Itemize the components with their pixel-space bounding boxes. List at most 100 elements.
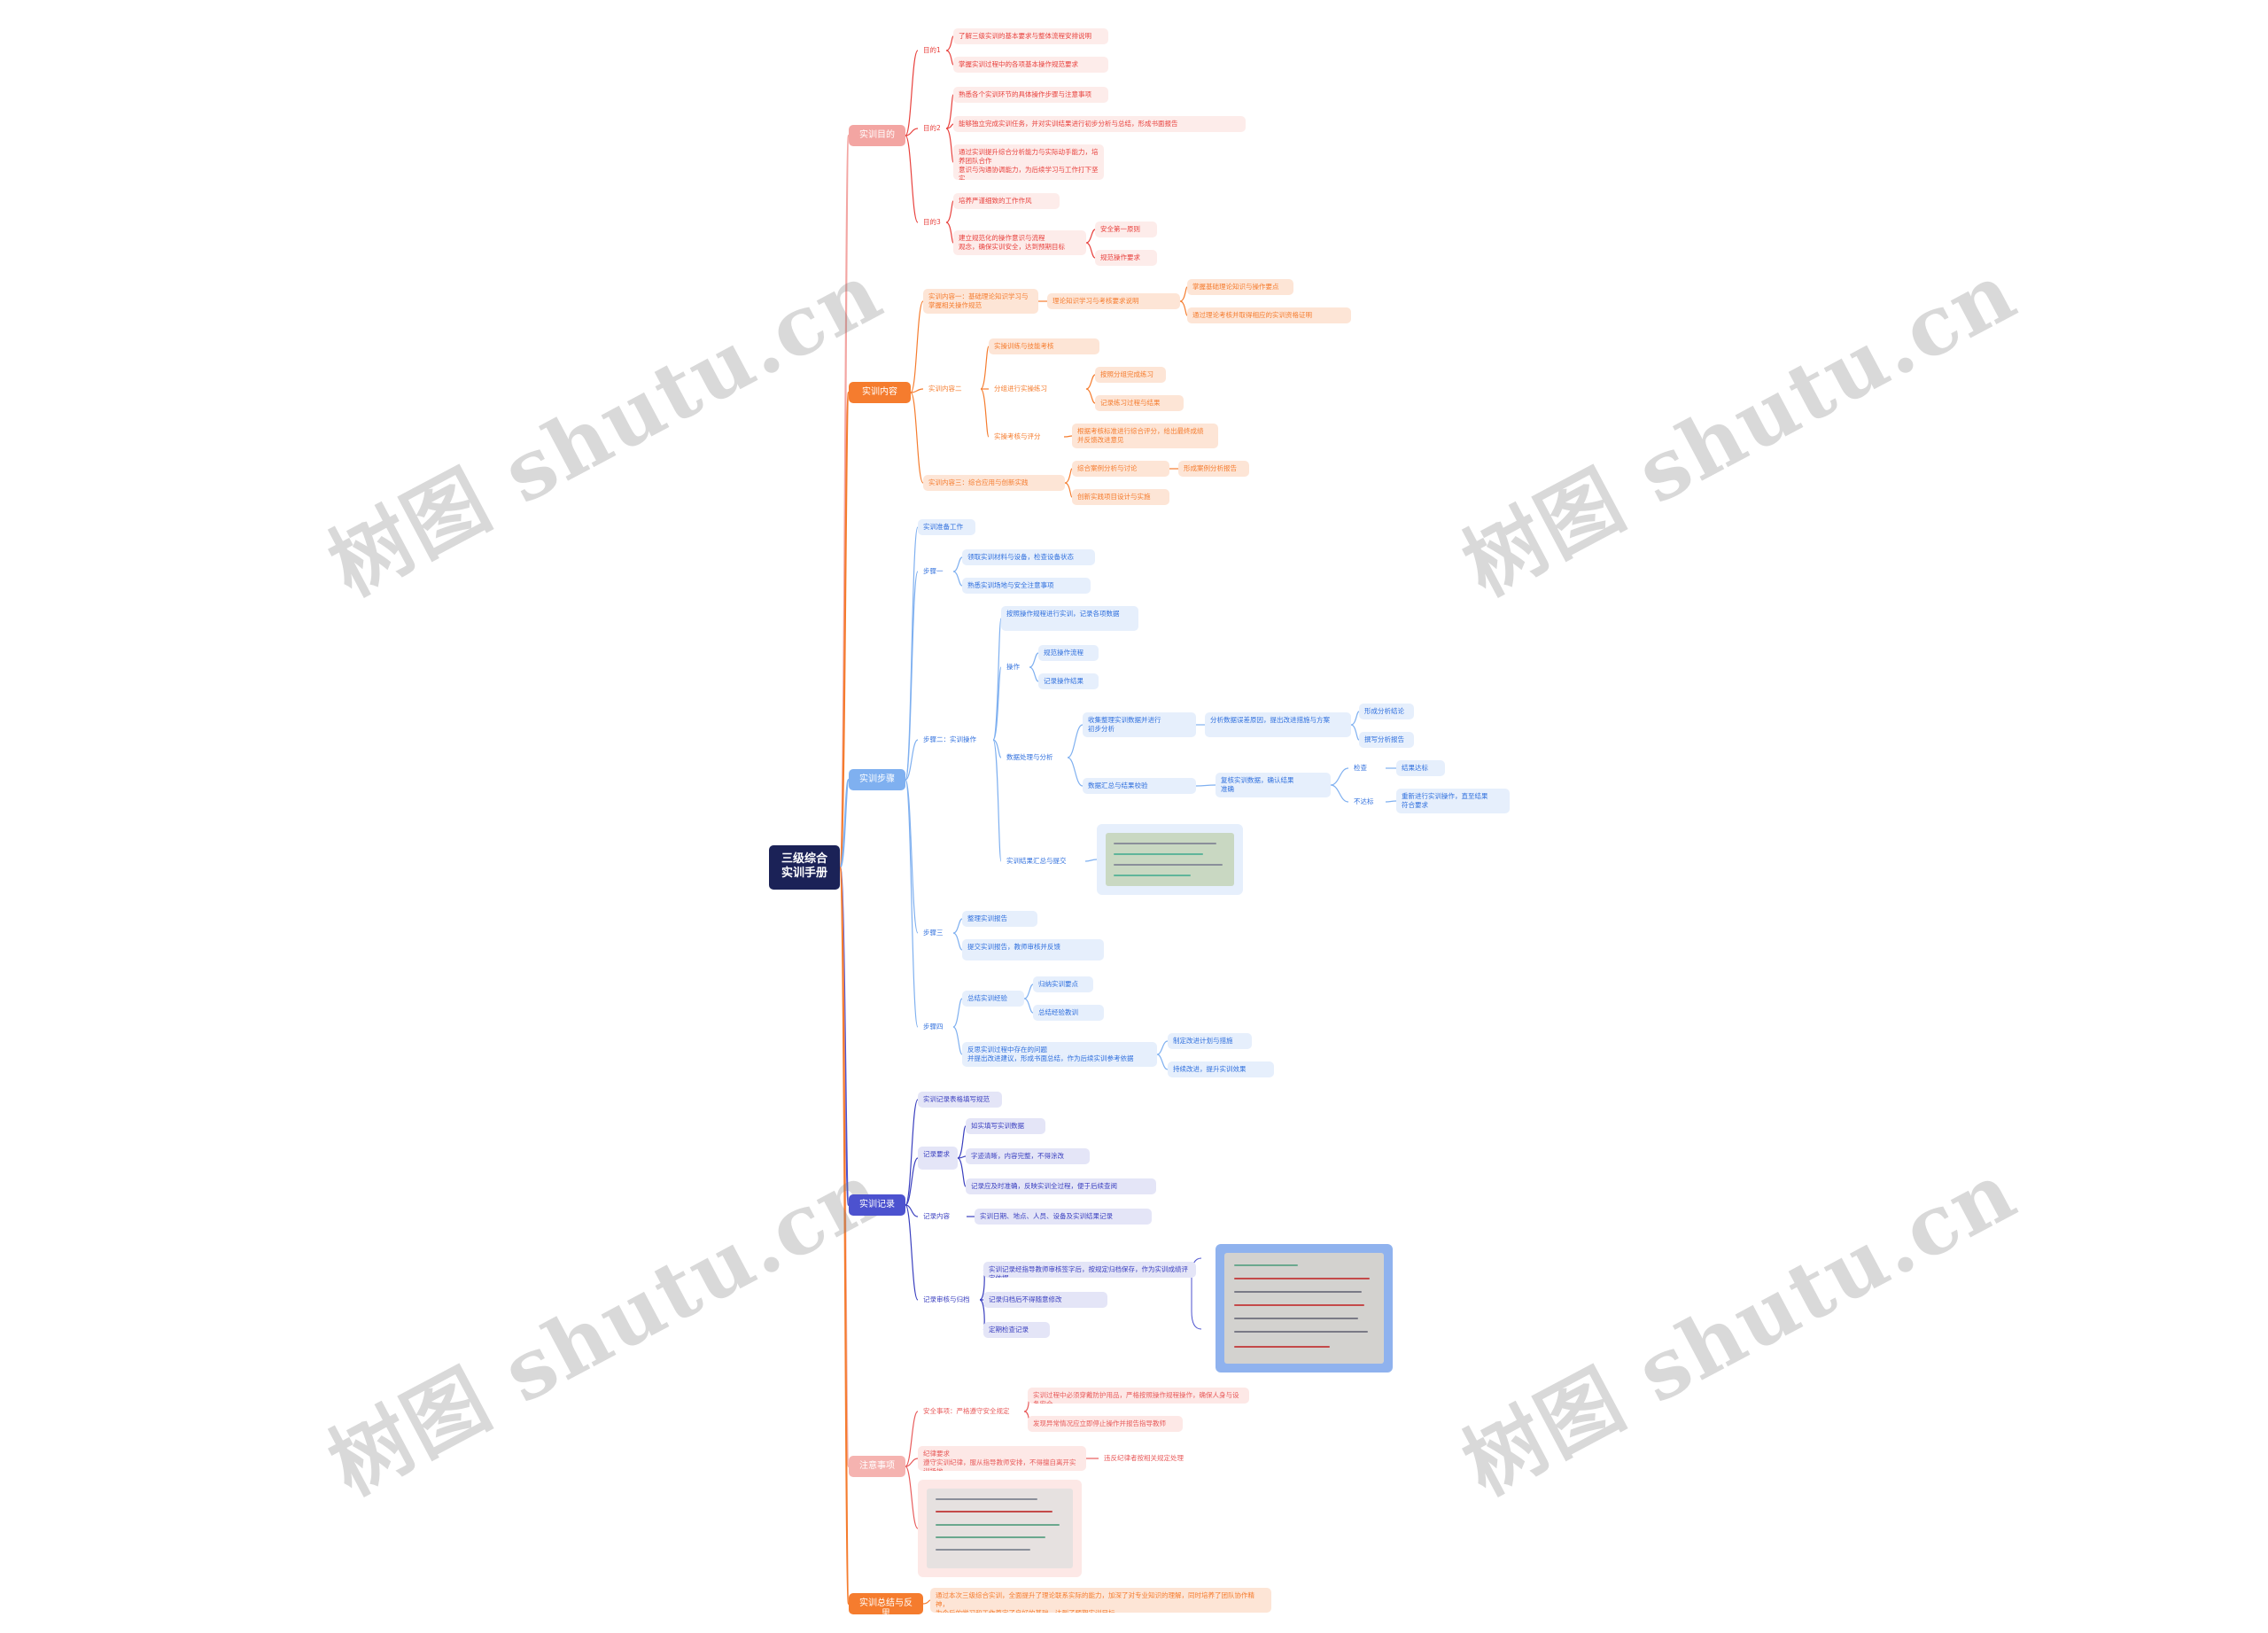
content-1-sub[interactable]: 通过理论考核并取得相应的实训资格证明 (1187, 307, 1351, 323)
check-fail-action[interactable]: 重新进行实训操作，直至结果 符合要求 (1396, 789, 1510, 813)
notes-safety[interactable]: 安全事项：严格遵守安全规定 (923, 1407, 1010, 1415)
purpose-1[interactable]: 目的1 (923, 46, 941, 54)
content-2-sub[interactable]: 记录练习过程与结果 (1095, 395, 1184, 411)
purpose-3[interactable]: 目的3 (923, 218, 941, 226)
attached-image[interactable] (1097, 824, 1243, 895)
step-2-sub[interactable]: 撰写分析报告 (1359, 732, 1414, 748)
content-1-item[interactable]: 理论知识学习与考核要求说明 (1047, 293, 1180, 309)
connector-b2-o2 (910, 388, 924, 393)
step-2[interactable]: 步骤二：实训操作 (923, 735, 976, 743)
content-2[interactable]: 实训内容二 (928, 385, 962, 393)
summary-text[interactable]: 通过本次三级综合实训，全面提升了理论联系实际的能力，加深了对专业知识的理解，同时… (930, 1588, 1271, 1613)
connector-o3-o3a (1064, 468, 1073, 484)
records-archive-item[interactable]: 记录归档后不得随意修改 (983, 1292, 1107, 1308)
records-archive-item[interactable]: 定期检查记录 (983, 1322, 1050, 1338)
step-4-item[interactable]: 反思实训过程中存在的问题 并提出改进建议，形成书面总结，作为后续实训参考依据 (962, 1042, 1157, 1067)
records-content[interactable]: 记录内容 (923, 1212, 950, 1220)
branch-steps[interactable]: 实训步骤 (849, 769, 905, 790)
connector-o3-o3b (1064, 482, 1073, 498)
content-2-item[interactable]: 实操考核与评分 (994, 432, 1041, 440)
purpose-1-item[interactable]: 掌握实训过程中的各项基本操作规范要求 (953, 57, 1108, 73)
step-2-item[interactable]: 实训结果汇总与提交 (1006, 857, 1067, 865)
step-2-sub[interactable]: 记录操作结果 (1038, 673, 1099, 689)
step-4[interactable]: 步骤四 (923, 1023, 944, 1030)
branch-records[interactable]: 实训记录 (849, 1194, 905, 1216)
steps-prep[interactable]: 实训准备工作 (918, 519, 975, 535)
notes-discipline[interactable]: 纪律要求 遵守实训纪律，服从指导教师安排，不得擅自离开实训场地 (918, 1446, 1086, 1471)
connector-s2d-s2d1 (1195, 784, 1216, 787)
step-1-item[interactable]: 熟悉实训场地与安全注意事项 (962, 578, 1091, 594)
step-1[interactable]: 步骤一 (923, 567, 944, 575)
content-3-item[interactable]: 综合案例分析与讨论 (1072, 461, 1169, 477)
connector-o1a-o1a2 (1179, 300, 1188, 316)
branch-summary[interactable]: 实训总结与反思 (849, 1593, 923, 1614)
connector-b5-p1 (905, 1411, 919, 1467)
content-3[interactable]: 实训内容三：综合应用与创新实践 (923, 475, 1065, 491)
step-2-item[interactable]: 按照操作规程进行实训，记录各项数据 (1001, 606, 1138, 631)
check-step[interactable]: 检查 (1354, 764, 1367, 772)
attached-image[interactable] (1216, 1244, 1393, 1372)
root-topic[interactable]: 三级综合 实训手册 (769, 845, 840, 890)
branch-content[interactable]: 实训内容 (849, 382, 911, 403)
purpose-2-item[interactable]: 熟悉各个实训环节的具体操作步骤与注意事项 (953, 87, 1108, 103)
connector-b1-n1 (905, 50, 919, 136)
connector-b5-p2 (905, 1458, 919, 1467)
step-2-sub[interactable]: 数据汇总与结果校验 (1083, 778, 1196, 794)
step-2-sub[interactable]: 规范操作流程 (1038, 645, 1099, 661)
step-4-sub[interactable]: 持续改进，提升实训效果 (1168, 1061, 1274, 1077)
records-req-item[interactable]: 记录应及时准确，反映实训全过程，便于后续查阅 (966, 1178, 1156, 1194)
records-req-item[interactable]: 如实填写实训数据 (966, 1118, 1045, 1134)
records-archive[interactable]: 记录审核与归档 (923, 1295, 970, 1303)
step-1-item[interactable]: 领取实训材料与设备，检查设备状态 (962, 549, 1095, 565)
step-2-item[interactable]: 数据处理与分析 (1006, 753, 1053, 761)
connector-o2b-o2b1 (1085, 374, 1096, 390)
purpose-3-item[interactable]: 培养严谨细致的工作作风 (953, 193, 1060, 209)
branch-purpose[interactable]: 实训目的 (849, 125, 905, 146)
purpose-2[interactable]: 目的2 (923, 124, 941, 132)
content-2-item[interactable]: 分组进行实操练习 (994, 385, 1047, 393)
step-4-sub[interactable]: 制定改进计划与措施 (1168, 1033, 1252, 1049)
records-archive-item[interactable]: 实训记录经指导教师审核签字后，按规定归档保存，作为实训成绩评定依据 (983, 1262, 1196, 1278)
content-2-item[interactable]: 实操训练与技能考核 (989, 338, 1099, 354)
content-1-sub[interactable]: 掌握基础理论知识与操作要点 (1187, 279, 1293, 295)
step-2-sub[interactable]: 分析数据误差原因，提出改进措施与方案 (1205, 712, 1351, 737)
attached-image[interactable] (918, 1480, 1082, 1577)
step-2-sub[interactable]: 复核实训数据，确认结果 准确 (1216, 773, 1331, 797)
step-2-item[interactable]: 操作 (1006, 663, 1020, 671)
step-3[interactable]: 步骤三 (923, 929, 944, 937)
connector-n3-n3a (945, 200, 954, 223)
purpose-1-item[interactable]: 了解三级实训的基本要求与整体流程安排说明 (953, 28, 1108, 44)
connector-s2c2-s2c3 (1350, 711, 1360, 726)
content-2-sub[interactable]: 根据考核标准进行综合评分，给出最终成绩 并反馈改进意见 (1072, 424, 1218, 448)
records-format[interactable]: 实训记录表格填写规范 (918, 1092, 1002, 1108)
step-3-item[interactable]: 整理实训报告 (962, 911, 1037, 927)
purpose-3-sub[interactable]: 安全第一原则 (1095, 222, 1157, 237)
step-4-sub[interactable]: 归纳实训要点 (1033, 976, 1093, 992)
content-3-sub[interactable]: 形成案例分析报告 (1178, 461, 1249, 477)
branch-notes[interactable]: 注意事项 (849, 1456, 905, 1477)
content-2-sub[interactable]: 按照分组完成练习 (1095, 367, 1166, 383)
purpose-2-item[interactable]: 能够独立完成实训任务，并对实训结果进行初步分析与总结，形成书面报告 (953, 116, 1246, 132)
step-4-item[interactable]: 总结实训经验 (962, 991, 1024, 1007)
purpose-2-item[interactable]: 通过实训提升综合分析能力与实际动手能力，培养团队合作 意识与沟通协调能力，为后续… (953, 144, 1104, 180)
content-1[interactable]: 实训内容一：基础理论知识学习与 掌握相关操作规范 (923, 289, 1038, 314)
purpose-3-item[interactable]: 建立规范化的操作意识与流程 观念，确保实训安全，达到预期目标 (953, 230, 1086, 255)
check-fail[interactable]: 不达标 (1354, 797, 1374, 805)
connector-b2-o1 (910, 300, 924, 393)
connector-o1a-o1a1 (1179, 286, 1188, 302)
step-4-sub[interactable]: 总结经验教训 (1033, 1005, 1104, 1021)
connector-b3-s1 (905, 571, 919, 781)
purpose-3-sub[interactable]: 规范操作要求 (1095, 250, 1157, 266)
content-3-item[interactable]: 创新实践项目设计与实施 (1072, 489, 1169, 505)
records-req-item[interactable]: 字迹清晰，内容完整，不得涂改 (966, 1148, 1090, 1164)
step-2-sub[interactable]: 收集整理实训数据并进行 初步分析 (1083, 712, 1196, 737)
notes-safety-item[interactable]: 实训过程中必须穿戴防护用品，严格按照操作规程操作，确保人身与设备安全 (1028, 1388, 1249, 1404)
check-pass[interactable]: 结果达标 (1396, 760, 1445, 776)
notes-safety-item[interactable]: 发现异常情况应立即停止操作并报告指导教师 (1028, 1416, 1183, 1432)
step-3-item[interactable]: 提交实训报告，教师审核并反馈 (962, 939, 1104, 960)
notes-discipline-item[interactable]: 违反纪律者按相关规定处理 (1104, 1454, 1184, 1462)
watermark: 树图 shutu.cn (314, 243, 897, 615)
records-content-item[interactable]: 实训日期、地点、人员、设备及实训结果记录 (975, 1209, 1152, 1225)
step-2-sub[interactable]: 形成分析结论 (1359, 704, 1414, 719)
records-requirements[interactable]: 记录要求 (918, 1147, 958, 1170)
